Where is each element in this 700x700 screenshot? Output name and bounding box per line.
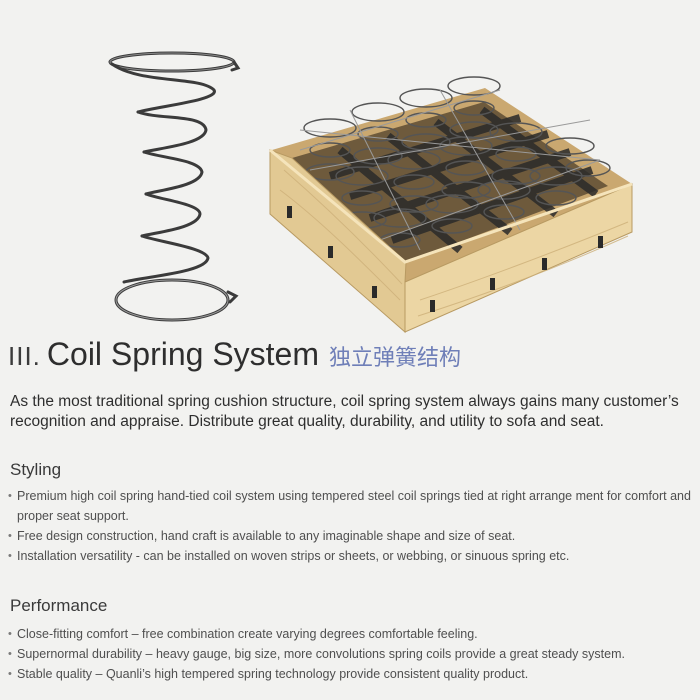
list-item: •Installation versatility - can be insta… <box>8 546 698 566</box>
styling-list: •Premium high coil spring hand-tied coil… <box>8 486 698 566</box>
spring-seat-frame-icon <box>269 76 633 334</box>
section-numeral: III. <box>8 341 41 371</box>
list-item: •Stable quality – Quanli’s high tempered… <box>8 664 698 684</box>
bullet-icon: • <box>8 628 12 640</box>
bullet-icon: • <box>8 668 12 680</box>
section-title: III. Coil Spring System 独立弹簧结构 <box>8 336 698 373</box>
list-item: •Close-fitting comfort – free combinatio… <box>8 624 698 644</box>
page-title: Coil Spring System <box>46 336 319 372</box>
list-item: •Premium high coil spring hand-tied coil… <box>8 486 698 526</box>
bullet-icon: • <box>8 648 12 660</box>
bullet-icon: • <box>8 490 12 502</box>
product-illustration <box>108 51 633 334</box>
performance-list: •Close-fitting comfort – free combinatio… <box>8 624 698 684</box>
coil-spring-icon <box>108 51 241 322</box>
bullet-icon: • <box>8 530 12 542</box>
list-item: •Supernormal durability – heavy gauge, b… <box>8 644 698 664</box>
performance-heading: Performance <box>10 596 108 615</box>
page-title-chinese: 独立弹簧结构 <box>329 346 462 371</box>
list-item: •Free design construction, hand craft is… <box>8 526 698 546</box>
intro-paragraph: As the most traditional spring cushion s… <box>10 393 679 430</box>
bullet-icon: • <box>8 550 12 562</box>
styling-heading: Styling <box>10 460 62 479</box>
